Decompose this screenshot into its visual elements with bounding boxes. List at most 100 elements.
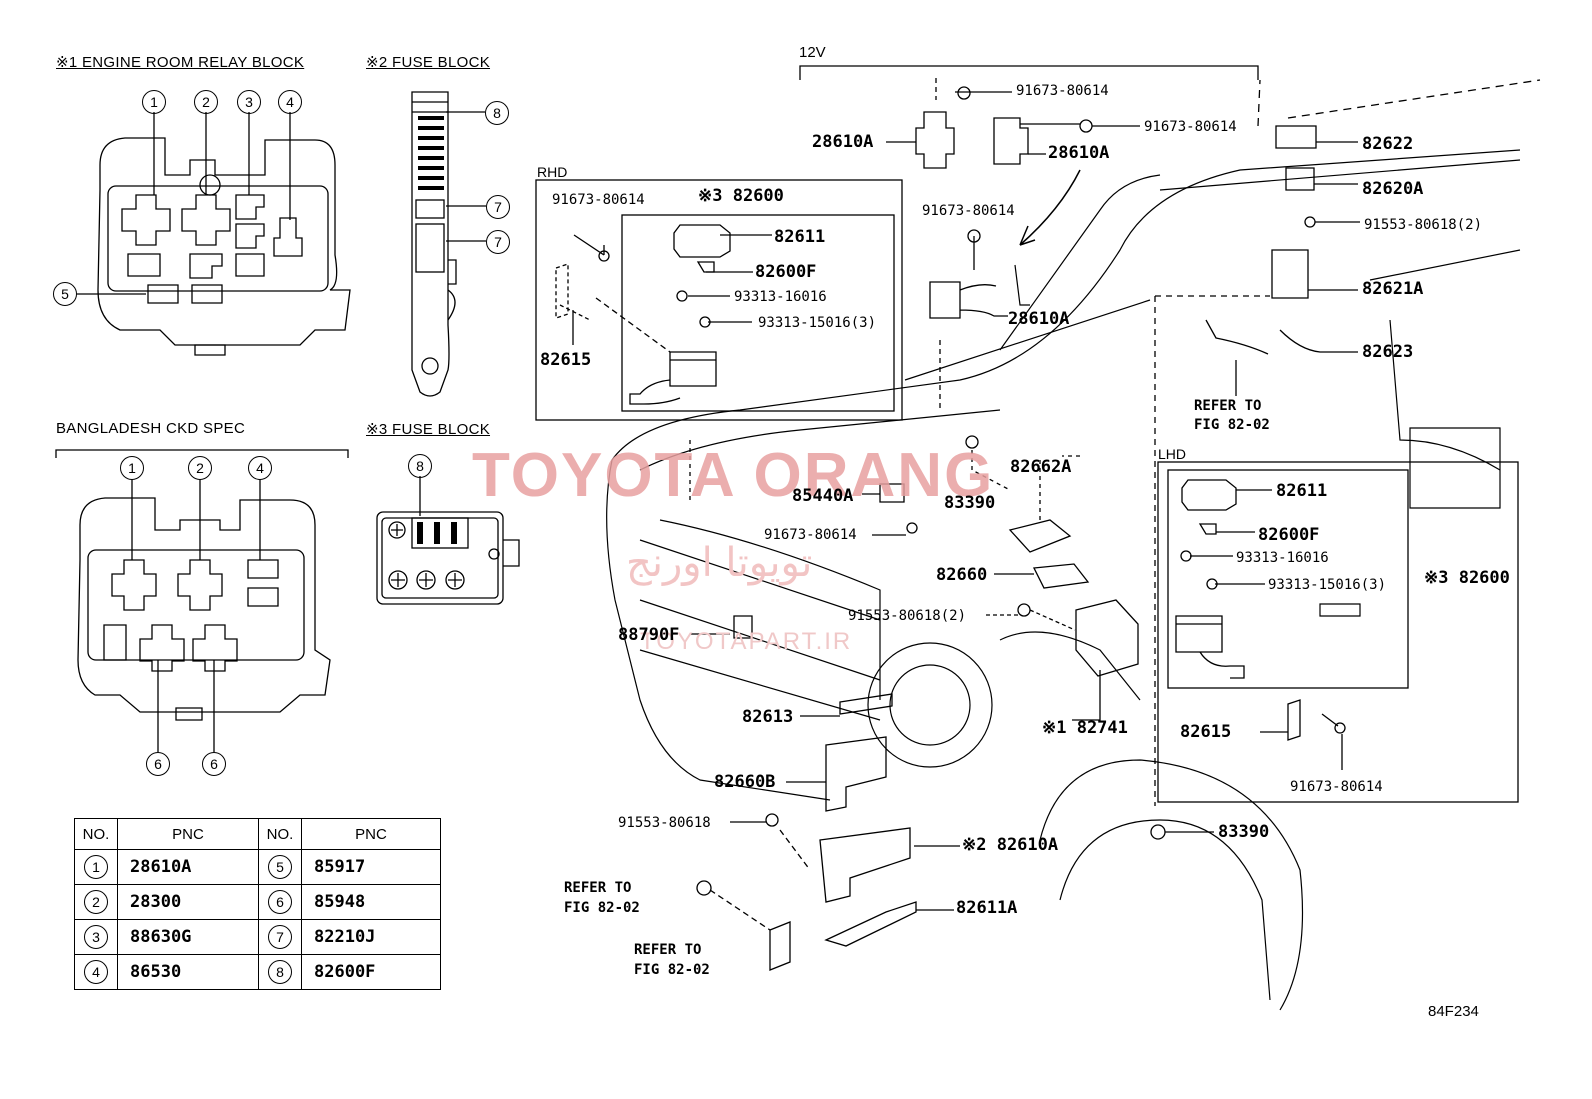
fuse-block-2-title: ※2 FUSE BLOCK (366, 54, 491, 71)
callout-bd-6b: 6 (202, 752, 226, 776)
row-pnc: 82210J (301, 919, 441, 955)
label-rhd: RHD (537, 164, 568, 180)
row-pnc: 86530 (117, 954, 259, 990)
part-28610A: 28610A (1008, 309, 1070, 329)
diagram-code: 84F234 (1428, 1003, 1479, 1020)
table-header-no-2: NO. (258, 818, 302, 850)
label-lhd: LHD (1158, 446, 1187, 462)
table-header-no: NO. (74, 818, 118, 850)
part-82620A: 82620A (1362, 179, 1424, 199)
row-no: 6 (268, 890, 292, 914)
part-28610A: 28610A (1048, 143, 1110, 163)
callout-7b: 7 (486, 230, 510, 254)
part-85440A: 85440A (792, 486, 854, 506)
part-28610A: 28610A (812, 132, 874, 152)
part-93313-15016: 93313-15016(3) (758, 315, 877, 331)
part-91553-80618: 91553-80618(2) (848, 608, 967, 624)
row-pnc: 28610A (117, 849, 259, 885)
part-82621A: 82621A (1362, 279, 1424, 299)
callout-7a: 7 (486, 195, 510, 219)
row-no: 8 (268, 960, 292, 984)
part-82741: ※1 82741 (1042, 718, 1128, 738)
row-no: 2 (84, 890, 108, 914)
engine-room-relay-block-drawing (97, 137, 351, 356)
row-no: 3 (84, 925, 108, 949)
part-91553-80618: 91553-80618(2) (1364, 217, 1483, 233)
table-header-pnc: PNC (117, 818, 259, 850)
watermark-site: TOYOTAPART.IR (640, 628, 853, 655)
refer-to-label: REFER TO (564, 880, 632, 896)
part-82622: 82622 (1362, 134, 1414, 154)
part-82660: 82660 (936, 565, 988, 585)
part-82600-rhd: ※3 82600 (698, 186, 784, 206)
bangladesh-relay-block-drawing (77, 497, 331, 721)
part-82660B: 82660B (714, 772, 776, 792)
row-no: 5 (268, 855, 292, 879)
watermark-main: TOYOTA ORANG (472, 441, 995, 510)
vehicle-body-drawing (606, 149, 1521, 1011)
part-91553-80618: 91553-80618 (618, 815, 711, 831)
callout-fb3-8: 8 (408, 454, 432, 478)
row-pnc: 82600F (301, 954, 441, 990)
row-no: 4 (84, 960, 108, 984)
part-82611A: 82611A (956, 898, 1018, 918)
part-83390: 83390 (944, 493, 996, 513)
part-93313-16016-lhd: 93313-16016 (1236, 550, 1329, 566)
table-row: 4 86530 8 82600F (74, 954, 441, 990)
row-no: 7 (268, 925, 292, 949)
refer-to-label: REFER TO (1194, 398, 1262, 414)
table-row: 3 88630G 7 82210J (74, 919, 441, 955)
row-pnc: 28300 (117, 884, 259, 920)
part-93313-15016-lhd: 93313-15016(3) (1268, 577, 1387, 593)
part-82600-lhd: ※3 82600 (1424, 568, 1510, 588)
part-93313-16016: 93313-16016 (734, 289, 827, 305)
part-82600F-lhd: 82600F (1258, 525, 1320, 545)
part-91673-80614: 91673-80614 (1016, 83, 1109, 99)
label-12v: 12V (799, 44, 826, 61)
callout-8: 8 (485, 101, 509, 125)
callout-bd-4: 4 (248, 456, 272, 480)
part-83390: 83390 (1218, 822, 1270, 842)
table-row: 1 28610A 5 85917 (74, 849, 441, 885)
row-pnc: 85948 (301, 884, 441, 920)
table-header-pnc-2: PNC (301, 818, 441, 850)
callout-4: 4 (278, 90, 302, 114)
table-row: 2 28300 6 85948 (74, 884, 441, 920)
part-82611-lhd: 82611 (1276, 481, 1328, 501)
refer-to-label: REFER TO (634, 942, 702, 958)
part-91673-80614: 91673-80614 (1144, 119, 1237, 135)
part-82615-lhd: 82615 (1180, 722, 1232, 742)
callout-bd-2: 2 (188, 456, 212, 480)
callout-bd-6a: 6 (146, 752, 170, 776)
part-91673-80614: 91673-80614 (922, 203, 1015, 219)
fuse-block-3-title: ※3 FUSE BLOCK (366, 421, 491, 438)
part-91673-80614: 91673-80614 (1290, 779, 1383, 795)
relay-block-title: ※1 ENGINE ROOM RELAY BLOCK (56, 54, 305, 71)
row-no: 1 (84, 855, 108, 879)
refer-fig-label: FIG 82-02 (1194, 417, 1270, 433)
part-91673-80614: 91673-80614 (764, 527, 857, 543)
callout-3: 3 (237, 90, 261, 114)
fuse-block-2-drawing (411, 91, 457, 397)
pnc-table: NO. PNC NO. PNC 1 28610A 5 85917 2 28300… (74, 818, 441, 990)
part-82615: 82615 (540, 350, 592, 370)
part-82662A: 82662A (1010, 457, 1072, 477)
part-82600F: 82600F (755, 262, 817, 282)
refer-fig-label: FIG 82-02 (564, 900, 640, 916)
callout-2: 2 (194, 90, 218, 114)
callout-1: 1 (142, 90, 166, 114)
part-91673-80614: 91673-80614 (552, 192, 645, 208)
callout-5: 5 (53, 282, 77, 306)
part-82623: 82623 (1362, 342, 1414, 362)
refer-fig-label: FIG 82-02 (634, 962, 710, 978)
row-pnc: 85917 (301, 849, 441, 885)
bangladesh-title: BANGLADESH CKD SPEC (56, 420, 246, 437)
part-82610A: ※2 82610A (962, 835, 1059, 855)
part-82611: 82611 (774, 227, 826, 247)
part-88790F: 88790F (618, 625, 680, 645)
part-82613: 82613 (742, 707, 794, 727)
watermark-arabic: تويوتا اورنج (626, 540, 813, 586)
callout-bd-1: 1 (120, 456, 144, 480)
fuse-block-3-drawing (376, 511, 520, 605)
